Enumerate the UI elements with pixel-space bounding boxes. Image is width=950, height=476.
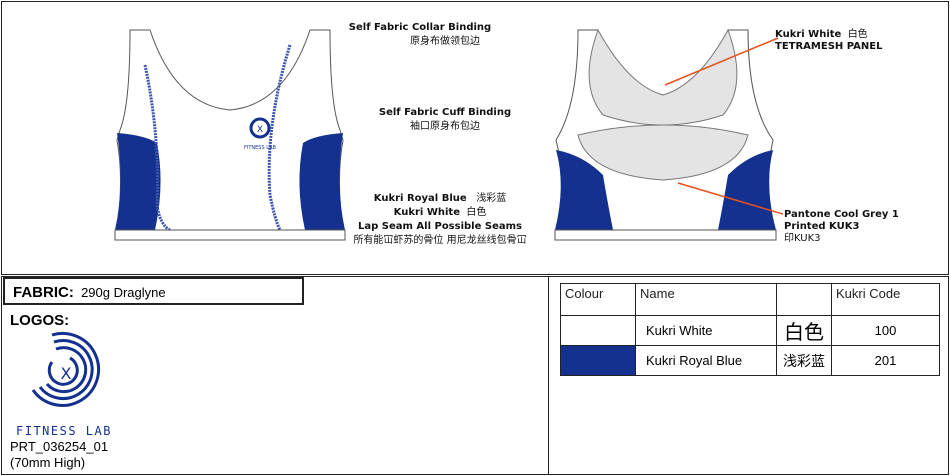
table-row: Kukri White 白色 100	[560, 315, 940, 346]
header-kukri-code: Kukri Code	[831, 283, 940, 316]
header-chinese	[776, 283, 832, 316]
logo-wordmark: FITNESS LAB	[16, 424, 112, 438]
kukri-code: 100	[831, 315, 940, 346]
fitness-lab-logo: X	[31, 331, 100, 407]
table-row: Kukri Royal Blue 浅彩蓝 201	[560, 345, 940, 376]
colour-swatch-royal-blue	[560, 345, 636, 376]
collar-binding-note: Self Fabric Collar Binding 原身布做领包边	[348, 22, 492, 47]
front-garment-drawing: X FITNESS LAB	[114, 29, 346, 241]
colour-name: Kukri White	[635, 315, 777, 346]
svg-text:X: X	[257, 125, 263, 135]
back-garment-drawing	[554, 28, 783, 241]
header-name: Name	[635, 283, 777, 316]
colour-name-cn: 浅彩蓝	[776, 345, 832, 376]
header-colour: Colour	[560, 283, 636, 316]
table-header-row: Colour Name Kukri Code	[560, 283, 940, 316]
tetramesh-panel-note: Kukri White 白色 TETRAMESH PANEL	[775, 29, 883, 52]
pointer-line	[664, 37, 779, 86]
logo-details: PRT_036254_01 (70mm High)	[10, 439, 109, 470]
cuff-binding-note: Self Fabric Cuff Binding 袖口原身布包边	[378, 107, 512, 132]
kukri-code: 201	[831, 345, 940, 376]
pointer-line	[677, 182, 783, 215]
drawing-area	[1, 1, 949, 275]
svg-text:X: X	[61, 364, 72, 383]
logos-label: LOGOS:	[10, 312, 70, 329]
colour-panel	[549, 276, 949, 475]
specs-panel	[1, 276, 549, 475]
print-note: Pantone Cool Grey 1 Printed KUK3 印KUK3	[784, 209, 899, 244]
colour-name-cn: 白色	[776, 315, 832, 346]
fabric-box: FABRIC: 290g Draglyne	[3, 277, 304, 305]
colour-swatch-white	[560, 315, 636, 346]
colour-table: Colour Name Kukri Code Kukri White 白色 10…	[560, 283, 940, 376]
colour-name: Kukri Royal Blue	[635, 345, 777, 376]
colour-seam-note: Kukri Royal Blue 浅彩蓝 Kukri White 白色 Lap …	[353, 193, 527, 246]
chest-logo-text: FITNESS LAB	[244, 145, 277, 151]
